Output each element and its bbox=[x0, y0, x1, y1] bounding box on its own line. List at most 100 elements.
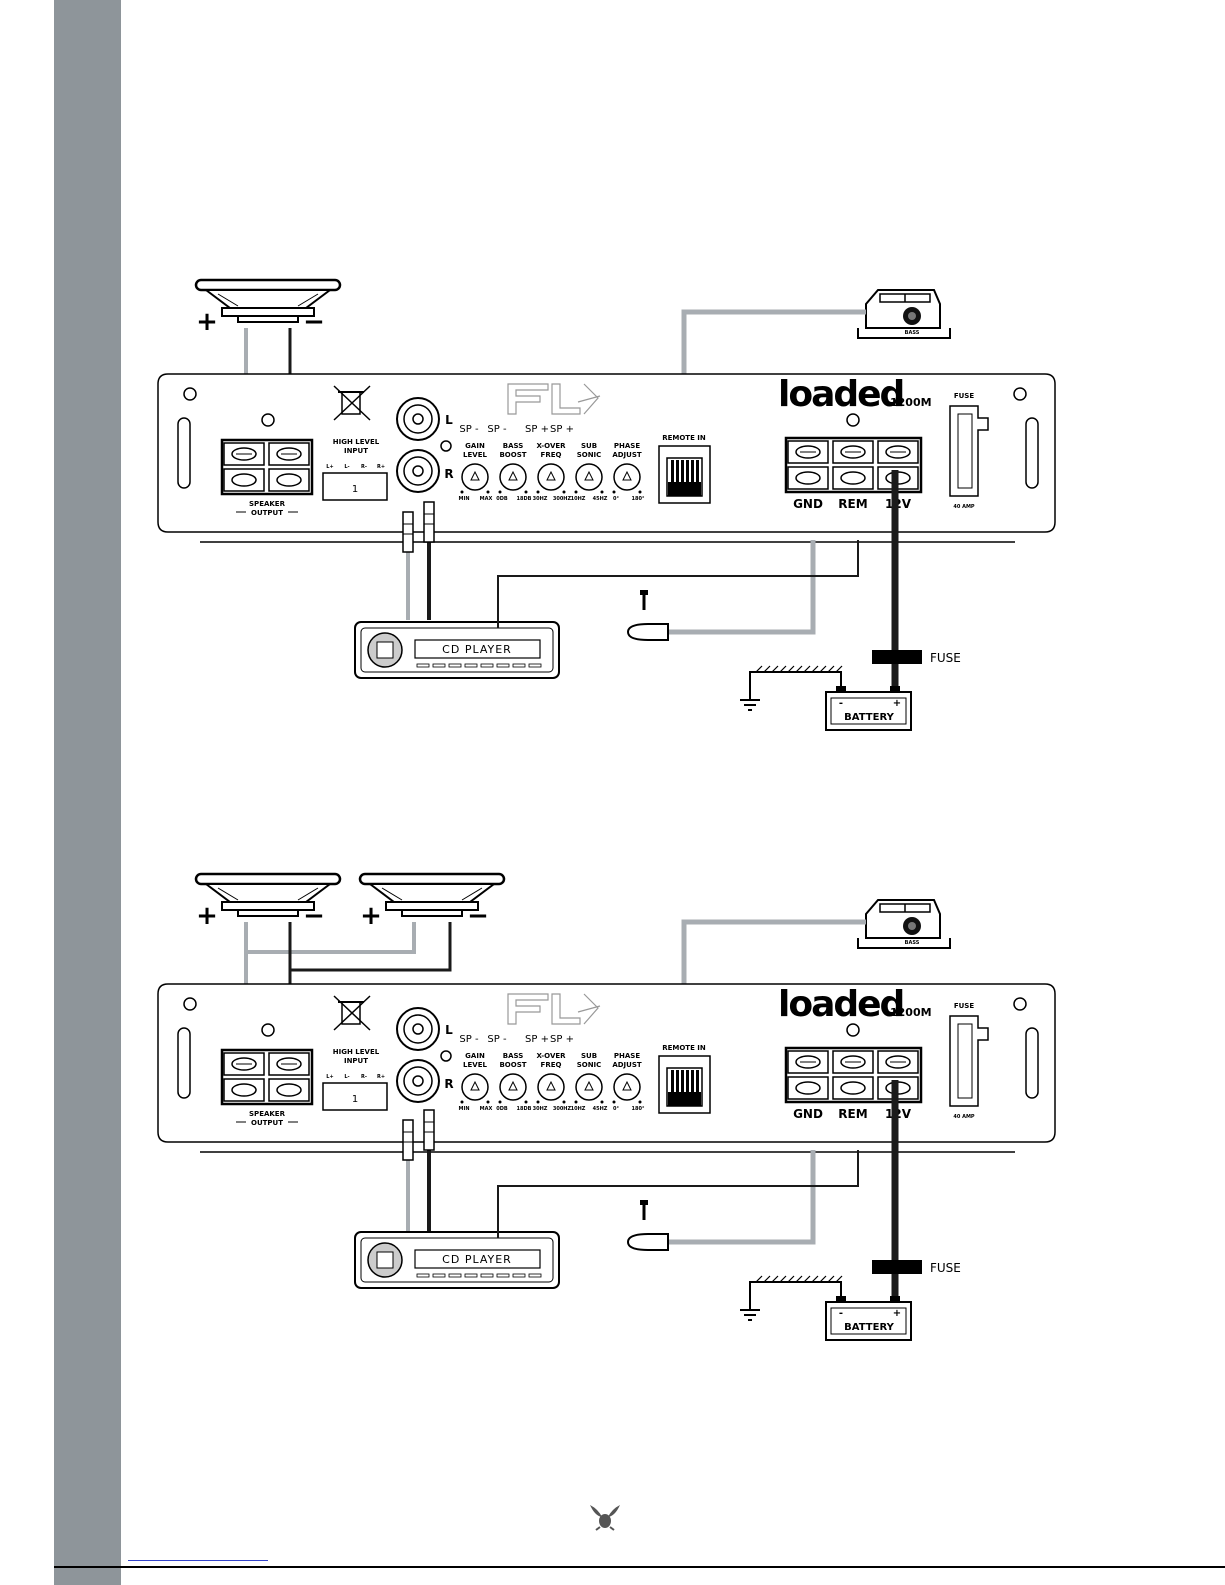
high-level-input-label-1: HIGH LEVEL bbox=[333, 438, 380, 446]
amp-fuse-label: FUSE bbox=[954, 1002, 975, 1010]
speaker: +− bbox=[194, 872, 342, 931]
ground-hatch bbox=[827, 665, 835, 673]
mount-hole bbox=[183, 997, 197, 1011]
knob-max-dot bbox=[562, 490, 566, 494]
cd-player-preset-button bbox=[464, 1273, 478, 1278]
battery-positive-post bbox=[890, 686, 900, 692]
amp-fuse-rating: 40 AMP bbox=[953, 504, 975, 510]
battery-ground-wire bbox=[749, 671, 842, 700]
control-knob bbox=[461, 1073, 489, 1101]
ground-hatch bbox=[811, 665, 819, 673]
remote-in-jack-pin bbox=[671, 460, 674, 482]
knob-min-dot bbox=[536, 1100, 540, 1104]
knob-pointer bbox=[470, 470, 480, 481]
mount-slot-left bbox=[177, 417, 191, 489]
terminal-cell bbox=[877, 440, 919, 464]
battery-positive-sign: + bbox=[893, 1308, 901, 1319]
speaker-plus-sign: + bbox=[196, 307, 218, 337]
terminal-cell bbox=[877, 1050, 919, 1074]
knob-label-line2: BOOST bbox=[499, 1061, 526, 1069]
ground-hatch bbox=[755, 665, 763, 673]
rca-plug bbox=[402, 511, 414, 553]
knob-min-dot bbox=[574, 490, 578, 494]
knob-max-dot bbox=[600, 490, 604, 494]
speaker-output-label-1: SPEAKER bbox=[249, 1110, 286, 1118]
rca-jack-left-pin bbox=[412, 1023, 424, 1035]
indicator-led bbox=[440, 1050, 452, 1062]
model-number: 1200M bbox=[890, 1006, 932, 1019]
rca-cables bbox=[402, 1109, 435, 1232]
ground-ring-terminal bbox=[626, 623, 669, 641]
cd-player-preset-button bbox=[480, 1273, 494, 1278]
high-level-input-label-2: INPUT bbox=[344, 1057, 368, 1065]
knob-label-line2: ADJUST bbox=[612, 1061, 642, 1069]
knob-min-label: 0° bbox=[613, 496, 619, 502]
knob-min-dot bbox=[612, 490, 616, 494]
speaker-output-label-2: OUTPUT bbox=[251, 1119, 283, 1127]
control-knob bbox=[575, 463, 603, 491]
knob-min-label: 30HZ bbox=[533, 496, 548, 502]
cd-player-label: CD PLAYER bbox=[442, 643, 512, 656]
rca-plug bbox=[423, 501, 435, 543]
sp-label: SP + bbox=[550, 424, 574, 435]
speaker-magnet bbox=[385, 901, 479, 911]
ground-hatch bbox=[755, 1275, 763, 1283]
rca-right-label: R bbox=[444, 1077, 453, 1091]
terminal-screw bbox=[795, 1081, 821, 1095]
cd-player-preset-button bbox=[432, 663, 446, 668]
terminal-screw bbox=[795, 445, 821, 459]
knob-pointer bbox=[622, 470, 632, 481]
knob-min-dot bbox=[574, 1100, 578, 1104]
ground-hatch bbox=[787, 1275, 795, 1283]
knob-min-dot bbox=[498, 1100, 502, 1104]
knob-min-label: 0DB bbox=[496, 496, 508, 502]
knob-min-label: 10HZ bbox=[571, 1106, 586, 1112]
knob-min-label: MIN bbox=[458, 496, 469, 502]
ground-ring-terminal bbox=[626, 1233, 669, 1251]
amp-fuse-element bbox=[957, 1023, 973, 1099]
control-knob bbox=[613, 463, 641, 491]
mount-hole bbox=[1013, 387, 1027, 401]
brand-wordmark: loaded bbox=[778, 984, 903, 1025]
cd-player-faceplate bbox=[360, 627, 554, 673]
remote-in-jack-pin bbox=[671, 1070, 674, 1092]
knob-max-label: MAX bbox=[480, 1106, 493, 1112]
knob-min-dot bbox=[612, 1100, 616, 1104]
footer-rule bbox=[54, 1566, 1225, 1568]
ground-wire bbox=[668, 540, 816, 635]
ground-hatch bbox=[787, 665, 795, 673]
speaker-minus-sign: − bbox=[467, 901, 489, 931]
indicator-led bbox=[440, 440, 452, 452]
terminal-screw bbox=[885, 445, 911, 459]
inline-fuse bbox=[872, 650, 922, 664]
battery-negative-post bbox=[836, 686, 846, 692]
terminal-screw bbox=[231, 1057, 257, 1071]
terminal-cell bbox=[832, 1050, 874, 1074]
terminal-cell bbox=[832, 1076, 874, 1100]
insect-wing-right bbox=[608, 1505, 620, 1517]
sp-label: SP + bbox=[525, 424, 549, 435]
battery-inner bbox=[830, 1307, 907, 1335]
rca-left-label: L bbox=[445, 1023, 453, 1037]
knob-pointer bbox=[584, 1080, 594, 1091]
high-level-input-label-2: INPUT bbox=[344, 447, 368, 455]
ground-hatch bbox=[803, 1275, 811, 1283]
remote-in-jack-pin bbox=[681, 1070, 684, 1092]
sp-label: SP - bbox=[487, 424, 507, 435]
control-knob bbox=[537, 463, 565, 491]
remote-bass-label: BASS bbox=[905, 940, 920, 946]
terminal-screw bbox=[231, 473, 257, 487]
speaker-back-plate bbox=[401, 909, 463, 917]
mount-slot-left bbox=[177, 1027, 191, 1099]
knob-label-line2: LEVEL bbox=[463, 1061, 487, 1069]
high-level-pin-label: R- bbox=[361, 464, 367, 470]
ground-hatch bbox=[771, 665, 779, 673]
model-number: 1200M bbox=[890, 396, 932, 409]
rca-jack-right-pin bbox=[412, 465, 424, 477]
control-knob bbox=[537, 1073, 565, 1101]
cd-player-preset-button bbox=[416, 1273, 430, 1278]
ground-hatch bbox=[763, 665, 771, 673]
remote-turn-on-wire bbox=[497, 1150, 859, 1238]
cd-player-head-unit: CD PLAYER bbox=[354, 1231, 560, 1289]
high-level-input-connector bbox=[322, 472, 388, 501]
